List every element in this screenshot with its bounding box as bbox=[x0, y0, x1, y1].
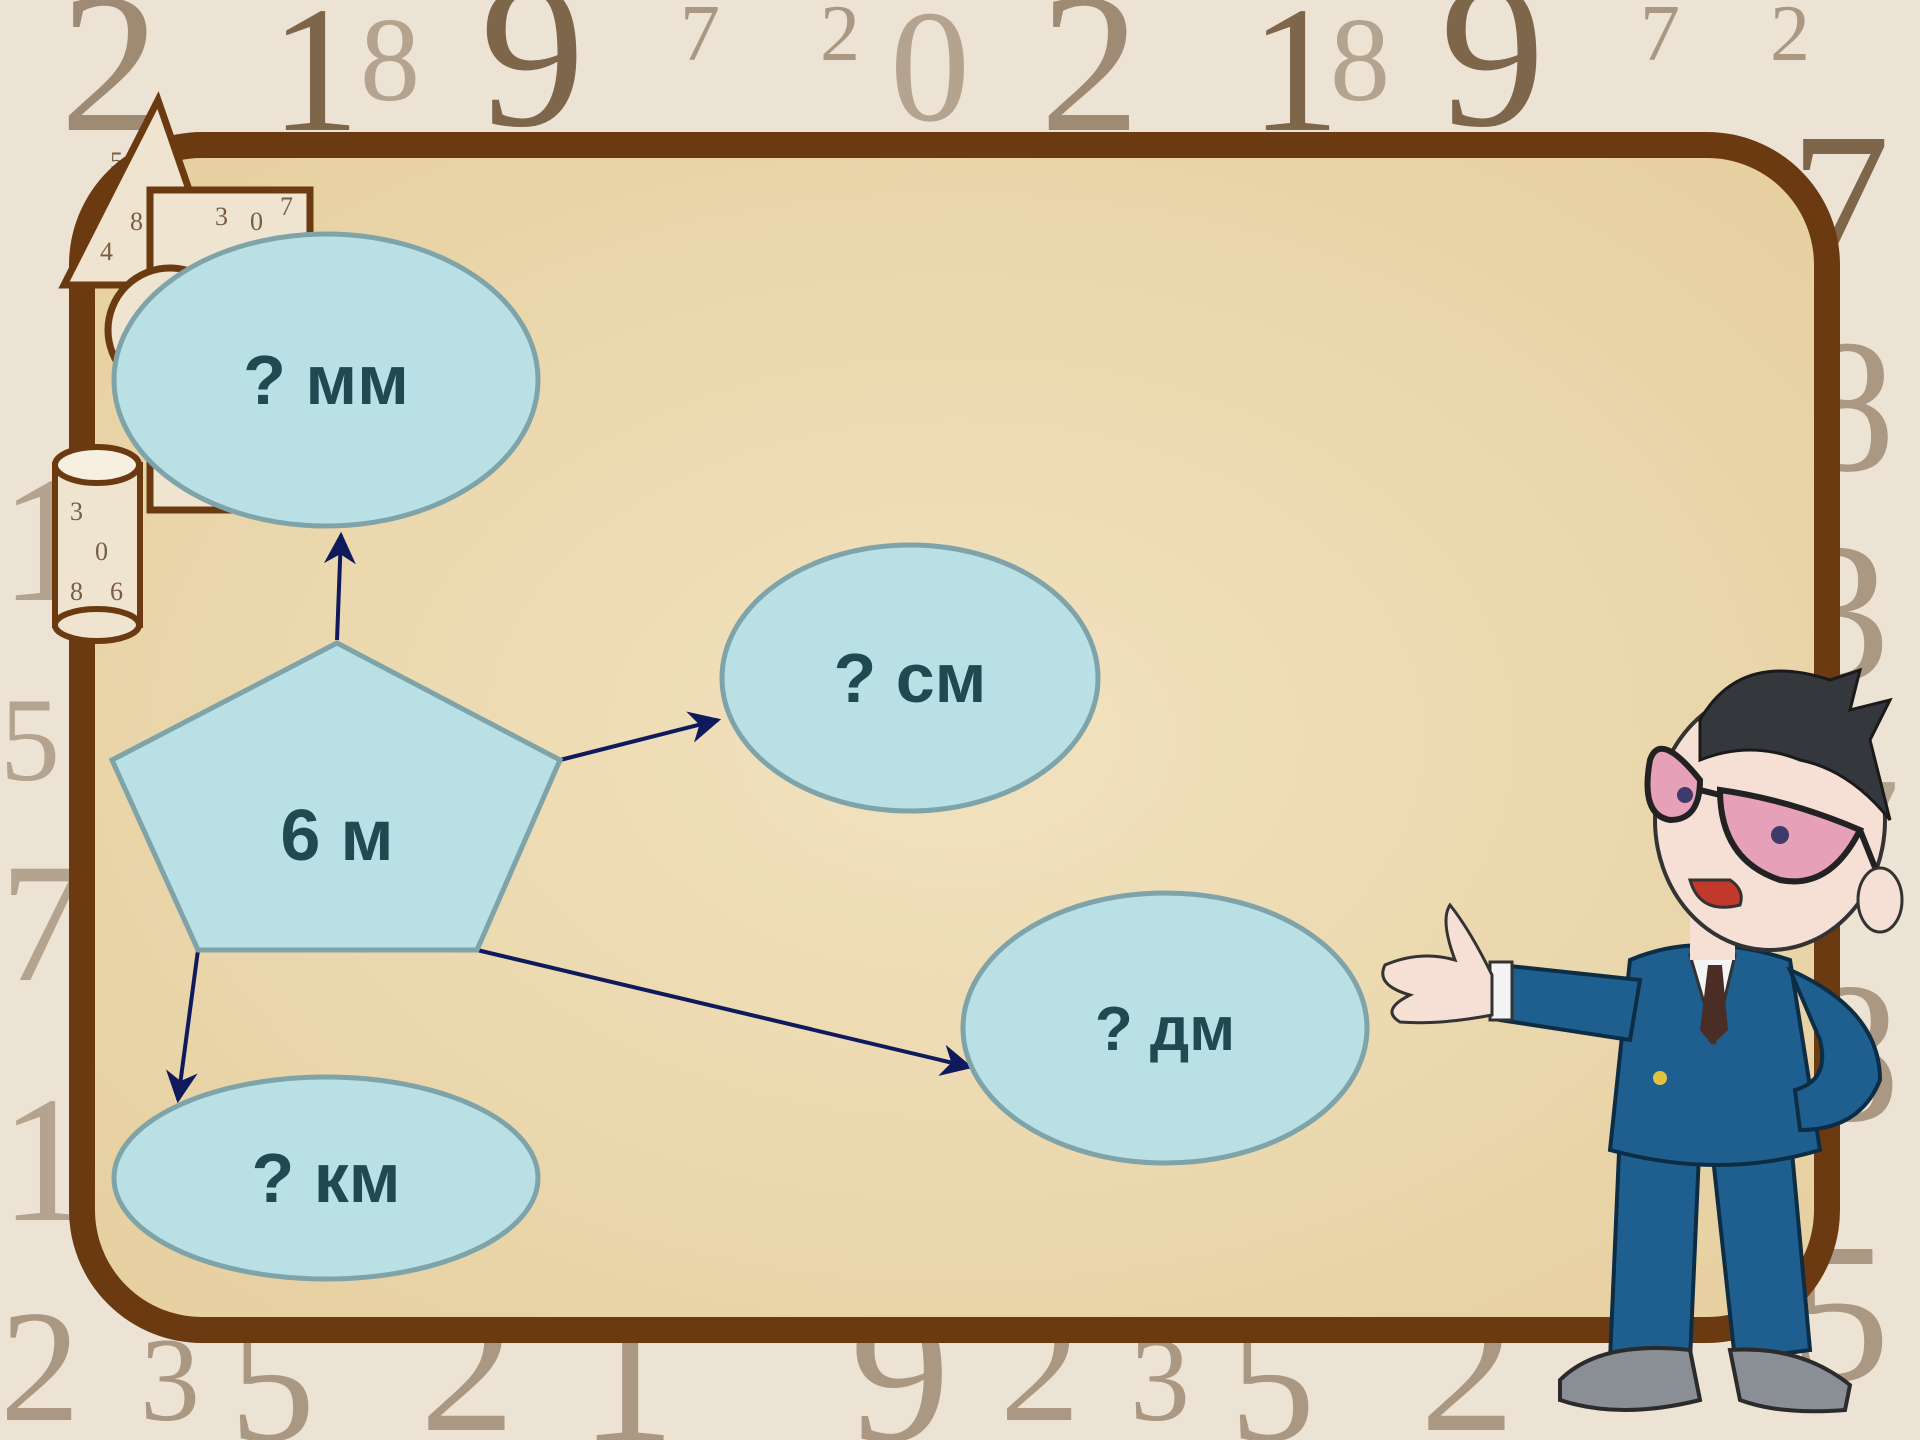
svg-text:5: 5 bbox=[110, 147, 123, 176]
arrow-to-dm bbox=[476, 948, 974, 1076]
center-label: 6 м bbox=[280, 796, 393, 876]
node-mm: ? мм bbox=[111, 231, 541, 529]
svg-text:8: 8 bbox=[360, 0, 420, 126]
svg-text:7: 7 bbox=[680, 0, 720, 78]
node-km: ? км bbox=[111, 1074, 541, 1282]
svg-text:0: 0 bbox=[250, 207, 263, 236]
svg-text:8: 8 bbox=[1330, 0, 1390, 126]
svg-text:3: 3 bbox=[70, 497, 83, 526]
svg-text:0: 0 bbox=[95, 537, 108, 566]
node-label: ? мм bbox=[243, 341, 409, 419]
svg-text:6: 6 bbox=[110, 577, 123, 606]
arrow-to-cm bbox=[559, 711, 722, 762]
svg-text:7: 7 bbox=[280, 192, 293, 221]
node-label: ? км bbox=[251, 1139, 400, 1217]
arrow-to-km bbox=[165, 949, 200, 1104]
arrow-to-mm bbox=[323, 531, 356, 641]
node-cm: ? см bbox=[719, 542, 1101, 814]
svg-text:2: 2 bbox=[1770, 0, 1810, 78]
svg-text:2: 2 bbox=[0, 1277, 80, 1440]
svg-text:2: 2 bbox=[820, 0, 860, 78]
svg-text:5: 5 bbox=[0, 673, 60, 806]
svg-text:0: 0 bbox=[890, 0, 970, 155]
node-center: 6 м bbox=[108, 640, 564, 953]
arrows bbox=[165, 531, 974, 1104]
cartoon-teacher-icon bbox=[1381, 667, 1904, 1414]
node-label: ? см bbox=[834, 639, 987, 717]
svg-text:7: 7 bbox=[1640, 0, 1680, 78]
svg-text:8: 8 bbox=[70, 577, 83, 606]
svg-text:8: 8 bbox=[130, 207, 143, 236]
node-dm: ? дм bbox=[960, 890, 1370, 1166]
node-label: ? дм bbox=[1095, 995, 1235, 1064]
svg-text:3: 3 bbox=[215, 202, 228, 231]
svg-text:4: 4 bbox=[100, 237, 113, 266]
